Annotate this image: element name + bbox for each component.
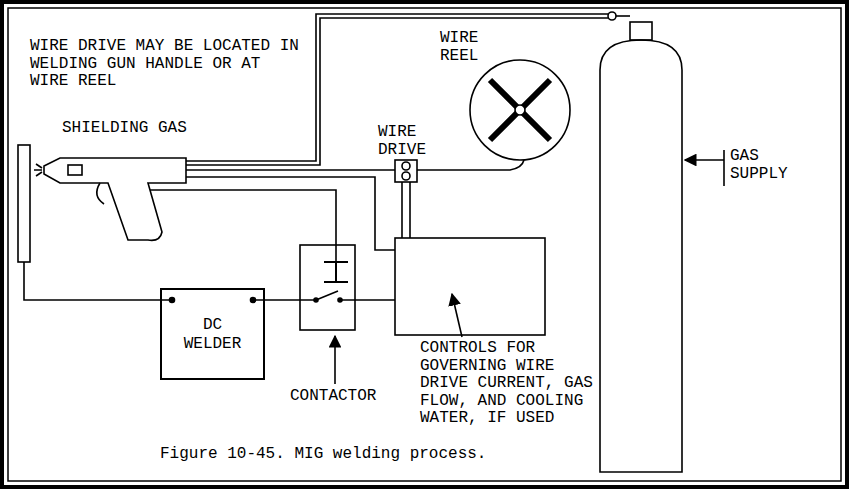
- switch-contact: [338, 298, 342, 302]
- terminal-dot: [170, 298, 175, 303]
- workpiece: [18, 145, 30, 262]
- contactor-switch: [253, 291, 395, 300]
- callout-text: CONTROLS FOR GOVERNING WIRE DRIVE CURREN…: [420, 340, 593, 428]
- figure-caption: Figure 10-45. MIG welding process.: [160, 446, 486, 464]
- terminal-dot: [251, 298, 256, 303]
- controls-box: [395, 238, 545, 335]
- trigger-cable: [150, 190, 336, 262]
- leader-arrow: [685, 159, 724, 161]
- reel-spokes: [490, 80, 550, 140]
- contactor-box: [300, 245, 355, 330]
- welding-gun: [44, 158, 186, 240]
- gun-trigger: [97, 183, 104, 204]
- leader-tick: [723, 150, 725, 186]
- wire-drive-box: [395, 160, 417, 182]
- leader-arrow: [452, 294, 462, 337]
- electrode-wire: [417, 160, 524, 170]
- drive-cable: [402, 182, 410, 238]
- welder-box: DC WELDER: [160, 288, 265, 380]
- contactor-coil: [324, 262, 348, 282]
- inner-frame: [8, 8, 841, 481]
- ground-lead: [24, 262, 172, 300]
- gas-hose: [186, 14, 608, 165]
- part-label: WIRE REEL: [440, 30, 488, 65]
- wire-reel: [470, 60, 570, 160]
- node-text: DC WELDER: [179, 316, 246, 354]
- cylinder-neck: [630, 22, 652, 40]
- note-text: WIRE DRIVE MAY BE LOCATED IN WELDING GUN…: [30, 38, 299, 91]
- leader-arrow: [334, 336, 336, 384]
- reel-hub: [515, 105, 525, 115]
- gas-cylinder: [600, 40, 682, 472]
- part-label: SHIELDING GAS: [62, 120, 187, 138]
- part-label: WIRE DRIVE: [378, 124, 436, 159]
- shielding-gas-lines: [34, 164, 42, 176]
- switch-contact: [314, 298, 318, 302]
- part-label: GAS SUPPLY: [730, 148, 788, 183]
- control-cable: [186, 177, 395, 250]
- hose-fitting: [608, 12, 616, 20]
- drive-roller: [402, 162, 410, 170]
- drive-roller: [402, 172, 410, 180]
- contact-tip: [68, 165, 82, 175]
- part-label: CONTACTOR: [290, 388, 376, 406]
- electrode-wire: [186, 169, 395, 171]
